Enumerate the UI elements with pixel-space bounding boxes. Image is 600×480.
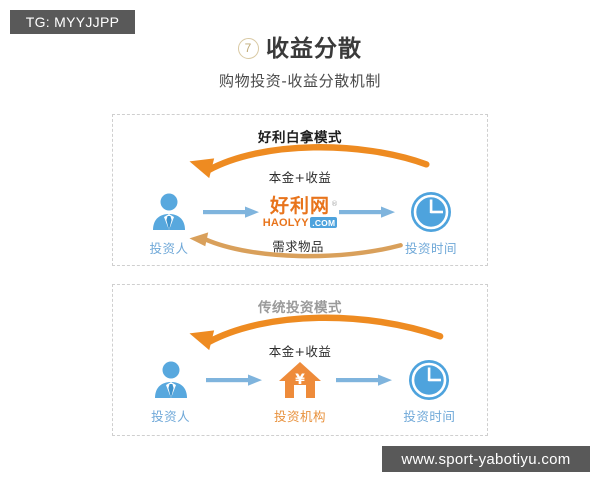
node-investment-institution: ¥ 投资机构	[264, 357, 335, 425]
node-investment-time-traditional: 投资时间	[394, 357, 465, 425]
return-curve-path-bottom	[205, 314, 444, 346]
section-number-badge: 7	[238, 38, 259, 59]
panel-traditional-title: 传统投资模式	[258, 300, 342, 316]
person-icon	[147, 189, 191, 235]
curve-label-return-top: 本金+收益	[268, 170, 332, 185]
node-row-haolyy: 投资人 好利网® HAOLYY .COM	[113, 189, 487, 257]
haolyy-logo-cn-text: 好利网®	[269, 194, 338, 217]
panel-traditional-mode: 传统投资模式 本金+收益 投资人	[112, 284, 488, 436]
arrow-right-icon-2-traditional	[335, 357, 394, 403]
node-label-investment-institution: 投资机构	[273, 409, 326, 424]
title-subtitle: 购物投资-收益分散机制	[218, 72, 381, 90]
registered-mark-icon: ®	[331, 199, 339, 208]
curve-label-return-bottom: 本金+收益	[268, 344, 332, 359]
panel-haolyy-title: 好利白拿模式	[258, 130, 342, 146]
arrow-right-icon-2-haolyy	[339, 189, 397, 235]
clock-icon	[407, 357, 451, 403]
title-main-line: 7 收益分散	[0, 34, 600, 64]
node-label-investment-time-haolyy: 投资时间	[404, 241, 457, 256]
curve-label-goods: 需求物品	[272, 239, 324, 254]
haolyy-logo-latin: HAOLYY	[262, 216, 309, 229]
node-label-investment-time-traditional: 投资时间	[403, 409, 456, 424]
watermark-top-left: TG: MYYJJPP	[10, 10, 135, 34]
svg-text:¥: ¥	[295, 372, 305, 388]
haolyy-logo-tld: .COM	[310, 217, 338, 228]
title-text: 收益分散	[266, 36, 362, 62]
haolyy-logo-cn-label: 好利网	[269, 194, 330, 217]
node-row-traditional: 投资人 ¥ 投资机构	[113, 357, 487, 425]
node-investor-traditional: 投资人	[135, 357, 206, 425]
page-title: 7 收益分散 购物投资-收益分散机制	[0, 34, 600, 91]
clock-icon	[409, 189, 453, 235]
watermark-bottom-right: www.sport-yabotiyu.com	[382, 446, 590, 472]
node-label-investor-traditional: 投资人	[151, 409, 191, 424]
haolyy-logo: 好利网® HAOLYY .COM	[261, 189, 339, 235]
node-label-investor-haolyy: 投资人	[149, 241, 189, 256]
person-icon	[149, 357, 193, 403]
node-investment-time-haolyy: 投资时间	[397, 189, 465, 257]
panel-haolyy-mode: 好利白拿模式 本金+收益 需求物品 投资人	[112, 114, 488, 266]
arrow-right-icon-1-traditional	[206, 357, 264, 403]
node-investor-haolyy: 投资人	[135, 189, 203, 257]
haolyy-logo-latin-row: HAOLYY .COM	[263, 217, 338, 229]
node-haolyy-platform: 好利网® HAOLYY .COM	[261, 189, 339, 238]
house-yuan-icon: ¥	[277, 357, 323, 403]
arrow-right-icon-1-haolyy	[203, 189, 261, 235]
